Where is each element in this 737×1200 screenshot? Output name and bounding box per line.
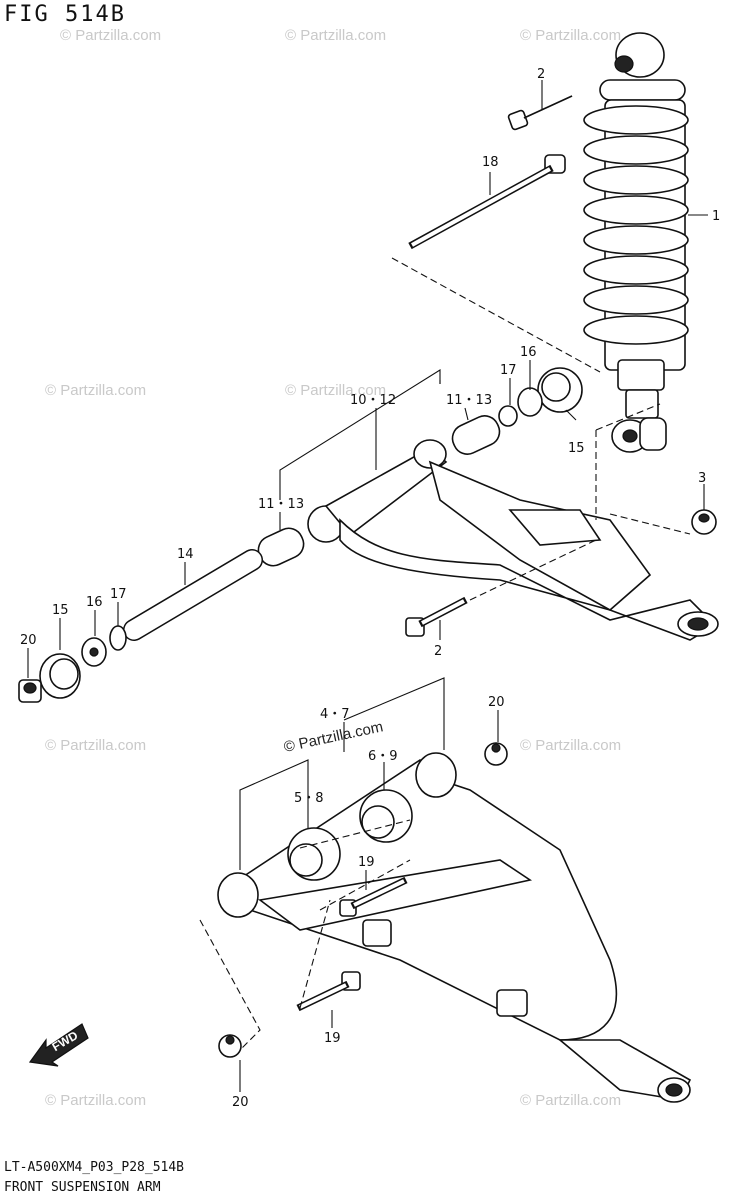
upper-bushings [451,367,583,455]
watermark-8: © Partzilla.com [45,1092,146,1109]
watermark-2: © Partzilla.com [285,27,386,44]
figure-title: FIG 514B [4,2,126,27]
callout-20-bottom: 20 [232,1095,249,1110]
callout-20-left: 20 [20,633,37,648]
lower-arm [217,752,692,1103]
watermark-9: © Partzilla.com [520,1092,621,1109]
callout-4-7: 4・7 [320,707,350,722]
bolt-18 [408,154,566,250]
watermark-6: © Partzilla.com [45,737,146,754]
upper-arm-hardware [18,527,305,703]
dashed-lines [199,257,691,1051]
callout-3: 3 [698,471,706,486]
watermark-3: © Partzilla.com [520,27,621,44]
bolt-2-top [507,95,573,131]
callout-2-top: 2 [537,67,545,82]
callout-10-12: 10・12 [350,393,396,408]
callout-1: 1 [712,209,720,224]
bolt-19-lower [296,971,361,1012]
nuts-20 [218,742,508,1058]
footer-caption: FRONT SUSPENSION ARM [4,1180,161,1195]
watermark-1: © Partzilla.com [60,27,161,44]
shock-absorber [583,32,689,453]
callout-20-right: 20 [488,695,505,710]
footer-code: LT-A500XM4_P03_P28_514B [4,1160,185,1175]
callout-17-lower: 17 [110,587,127,602]
callout-labels: 1 2 18 10・12 11・13 17 16 15 3 11・13 14 1… [20,67,720,1110]
callout-18: 18 [482,155,499,170]
callout-17-upper: 17 [500,363,517,378]
nut-3 [691,509,717,535]
watermark-5: © Partzilla.com [285,382,386,399]
callout-19-upper: 19 [358,855,375,870]
bolt-2-lower [405,596,468,637]
callout-16-lower: 16 [86,595,103,610]
callout-2-lower: 2 [434,644,442,659]
watermarks: © Partzilla.com © Partzilla.com © Partzi… [45,27,621,1109]
callout-11-13-lower: 11・13 [258,497,304,512]
coil-spring [583,105,689,345]
callout-16-upper: 16 [520,345,537,360]
upper-arm [307,439,719,641]
callout-15-upper: 15 [568,441,585,456]
watermark-7: © Partzilla.com [520,737,621,754]
callout-5-8: 5・8 [294,791,324,806]
callout-14: 14 [177,547,194,562]
callout-6-9: 6・9 [368,749,398,764]
fwd-arrow-icon: FWD [28,1023,89,1067]
callout-19-lower: 19 [324,1031,341,1046]
bolt-19-upper [339,876,408,917]
callout-15-lower: 15 [52,603,69,618]
callout-11-13-upper: 11・13 [446,393,492,408]
leader-lines [27,80,708,1092]
watermark-4: © Partzilla.com [45,382,146,399]
